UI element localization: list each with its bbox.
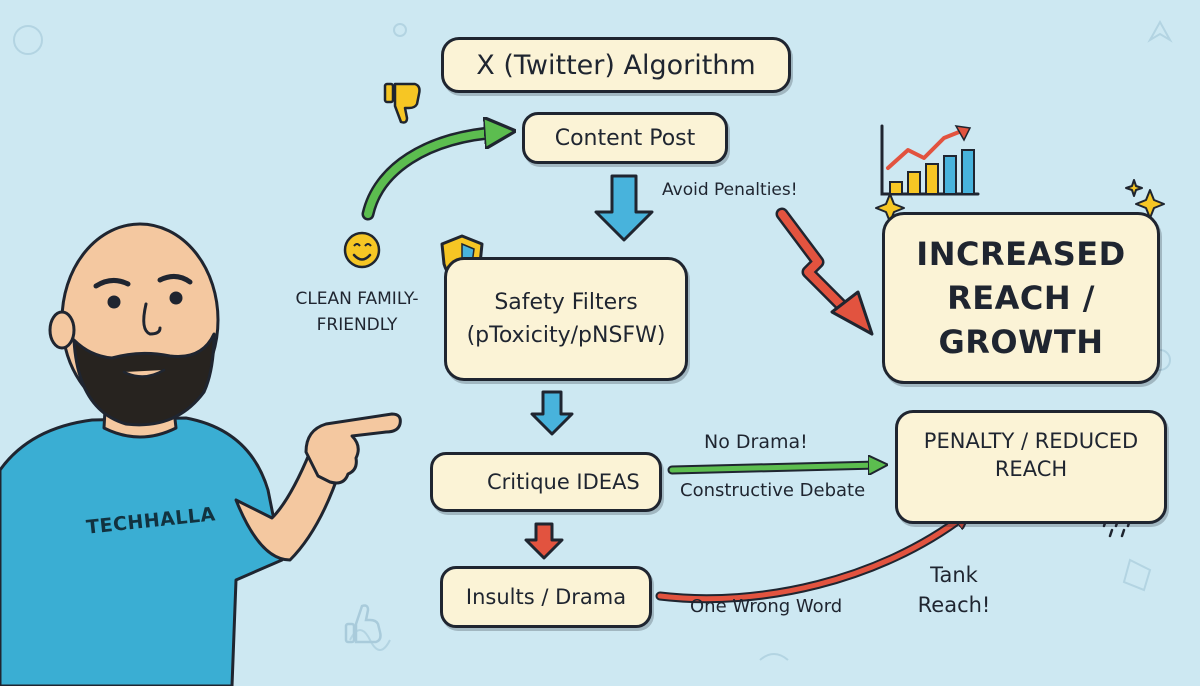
safety-filters-sublabel: (pToxicity/pNSFW) — [466, 323, 666, 348]
growth-line-3: GROWTH — [938, 323, 1104, 361]
clean-family-friendly-label: CLEAN FAMILY-FRIENDLY — [295, 289, 419, 335]
node-penalty-reduced-reach: PENALTY / REDUCED REACH — [895, 410, 1167, 524]
one-wrong-word-label: One Wrong Word — [690, 596, 843, 617]
thumbs-down-icon — [383, 82, 421, 124]
node-safety-filters: Safety Filters (pToxicity/pNSFW) — [444, 257, 688, 381]
bar-chart-icon — [880, 124, 980, 196]
thumbs-up-icon — [344, 604, 382, 644]
smiley-icon — [343, 231, 381, 269]
node-increased-reach: INCREASED REACH / GROWTH — [882, 212, 1160, 384]
safety-filters-label: Safety Filters — [494, 290, 638, 315]
node-insults-drama: Insults / Drama — [440, 566, 652, 628]
growth-line-1: INCREASED — [916, 235, 1126, 273]
arrow-safety-to-critique — [530, 390, 574, 436]
arrow-zigzag-to-growth — [775, 207, 874, 336]
constructive-debate-label: Constructive Debate — [680, 480, 866, 501]
sparkle-icon — [875, 179, 1165, 223]
penalty-line-1: PENALTY / REDUCED — [923, 429, 1139, 453]
growth-line-2: REACH / — [947, 279, 1095, 317]
avoid-penalties-label: Avoid Penalties! — [662, 180, 798, 200]
penalty-line-2: REACH — [994, 457, 1068, 481]
node-content-post: Content Post — [522, 112, 728, 164]
critique-ideas-label: Critique IDEAS — [487, 470, 640, 494]
node-critique-ideas: Critique IDEAS — [430, 452, 662, 512]
title-text: X (Twitter) Algorithm — [476, 49, 756, 81]
diagram-title: X (Twitter) Algorithm — [441, 37, 791, 93]
no-drama-label: No Drama! — [704, 431, 808, 453]
tank-reach-label: Tank Reach! — [917, 563, 991, 617]
presenter-character — [0, 222, 402, 686]
content-post-label: Content Post — [554, 125, 696, 151]
arrow-critique-to-insults — [524, 522, 564, 560]
background-doodles — [13, 19, 1173, 661]
insults-drama-label: Insults / Drama — [465, 585, 627, 609]
arrow-content-to-safety — [594, 174, 654, 242]
